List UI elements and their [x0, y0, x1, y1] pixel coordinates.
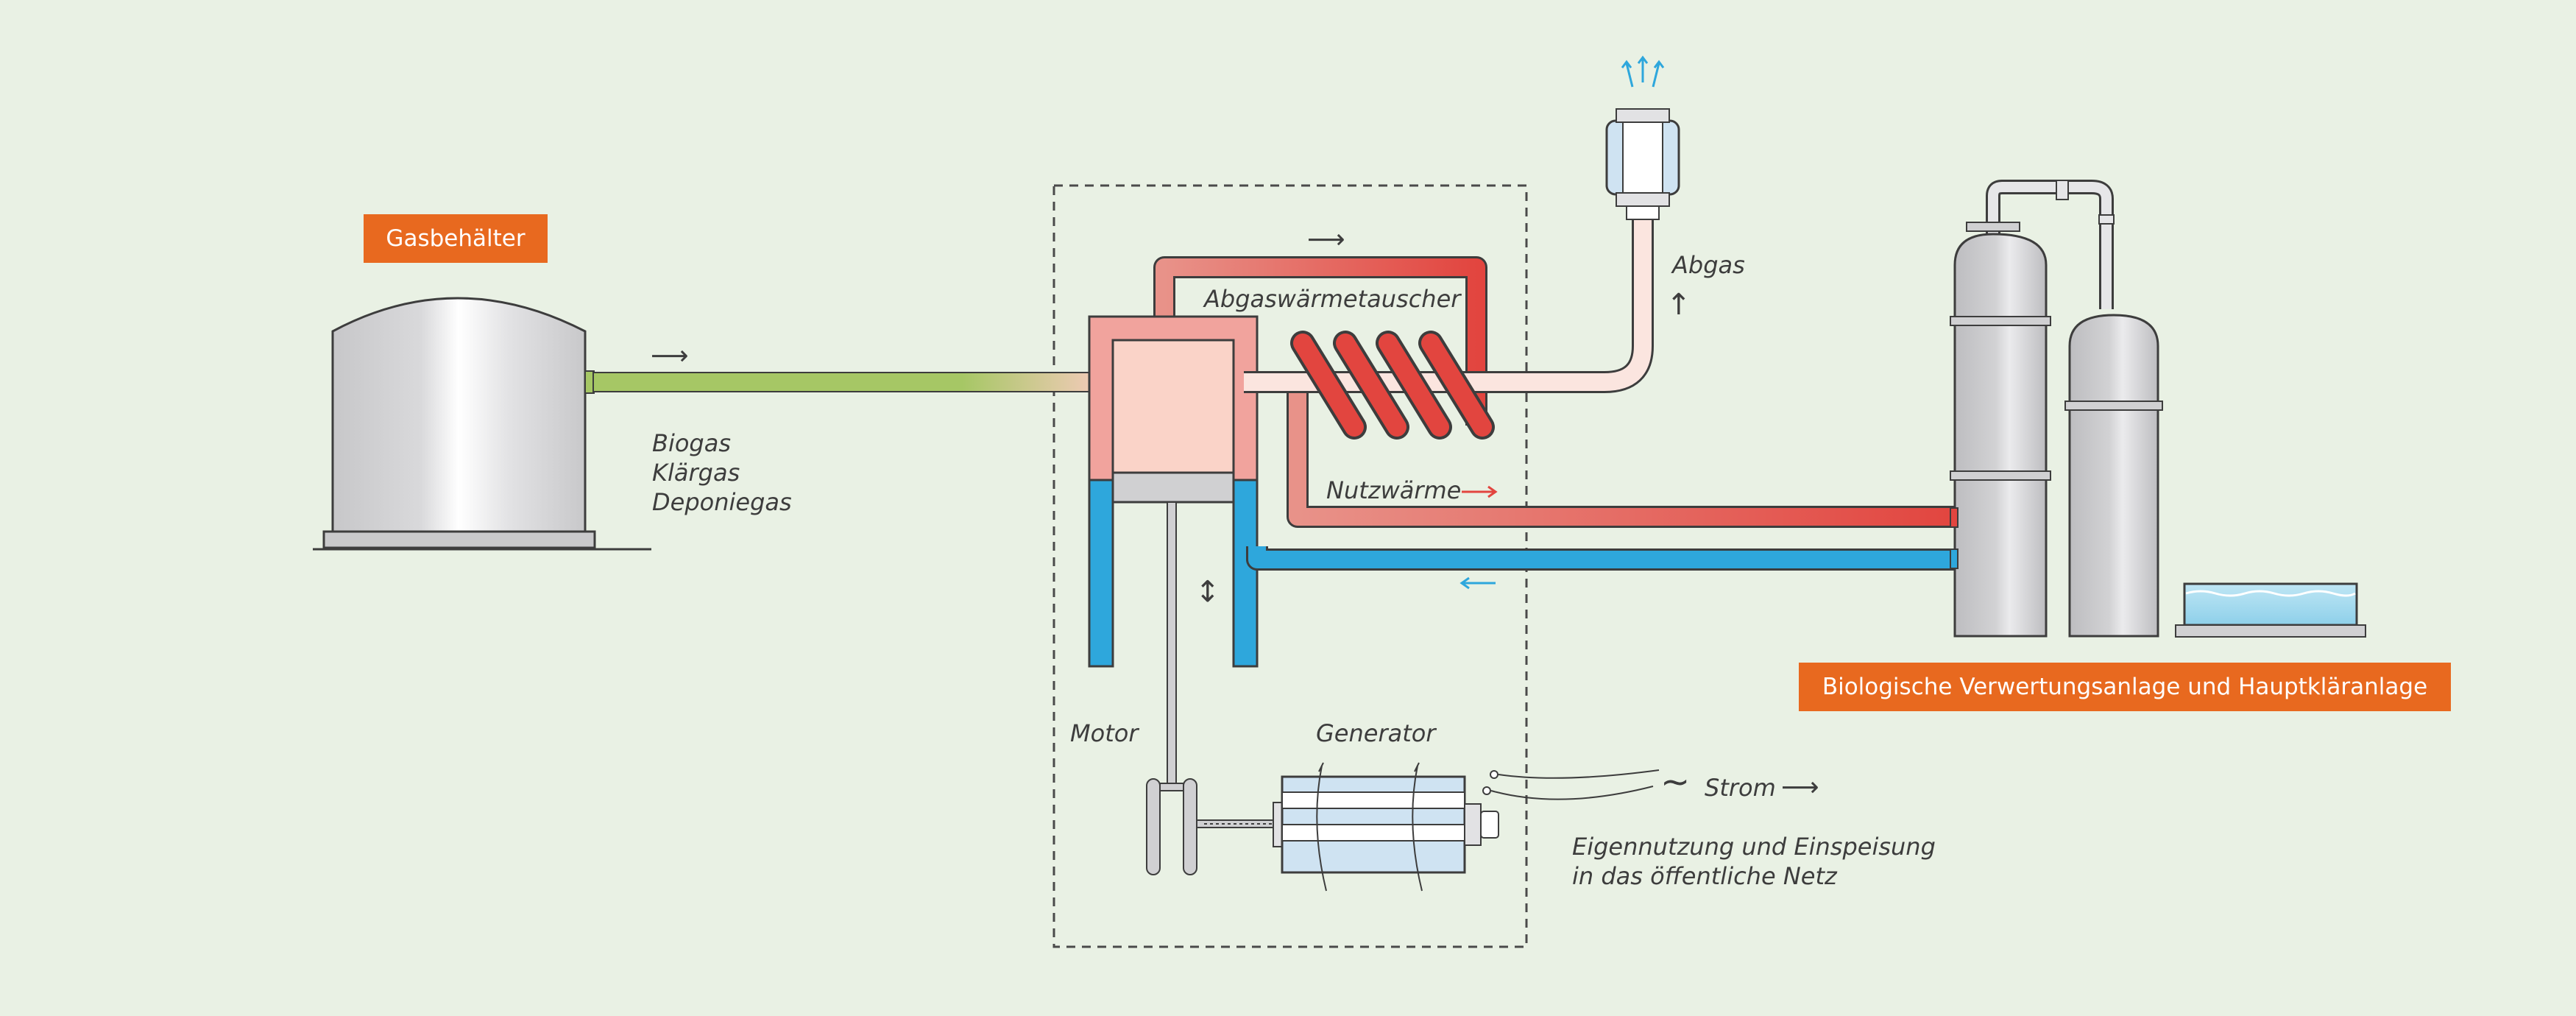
heat-loop-right-arrow-icon: ⟶: [1307, 225, 1345, 255]
power-cables: [1482, 769, 1660, 800]
return-flow-arrow-icon: [1459, 576, 1496, 590]
piston-up-down-arrow-icon: ↕: [1195, 575, 1220, 609]
exhaust-label: Abgas: [1672, 251, 1745, 279]
heat-exchanger-label: Abgaswärmetauscher: [1204, 285, 1461, 313]
power-right-arrow-icon: ⟶: [1781, 772, 1819, 802]
gas-type-deponiegas: Deponiegas: [652, 488, 792, 516]
gas-feed-pipe: [592, 372, 1106, 392]
useful-heat-arrow-icon: [1462, 485, 1498, 498]
gas-type-biogas: Biogas: [652, 429, 732, 457]
useful-heat-pipe: [1287, 383, 1958, 528]
power-tilde-icon: ~: [1660, 761, 1691, 802]
heat-exchanger-coil: [1290, 331, 1495, 440]
treatment-plant: [1950, 180, 2366, 638]
plant-badge: Biologische Verwertungsanlage und Hauptk…: [1799, 663, 2451, 711]
gas-flow-right-arrow-icon: ⟶: [651, 341, 689, 371]
useful-heat-label: Nutzwärme: [1326, 476, 1462, 504]
power-label: Strom: [1705, 774, 1776, 802]
gas-container-badge: Gasbehälter: [364, 214, 548, 263]
engine-block: [1088, 315, 1259, 789]
motor-label: Motor: [1070, 719, 1139, 747]
usage-label-line1: Eigennutzung und Einspeisung: [1572, 833, 1936, 861]
usage-label-line2: in das öffentliche Netz: [1572, 862, 1837, 890]
gas-type-klaergas: Klärgas: [652, 459, 740, 487]
exhaust-up-arrow-icon: ↑: [1666, 288, 1691, 322]
generator: [1273, 762, 1499, 892]
exhaust-pipe: [1244, 218, 1654, 393]
generator-label: Generator: [1316, 719, 1436, 747]
cold-return-pipe: [1246, 546, 1958, 571]
heat-loop-top: [1153, 256, 1487, 426]
exhaust-muffler: [1605, 55, 1680, 220]
crankshaft: [1146, 778, 1278, 875]
gas-container: [313, 297, 651, 551]
